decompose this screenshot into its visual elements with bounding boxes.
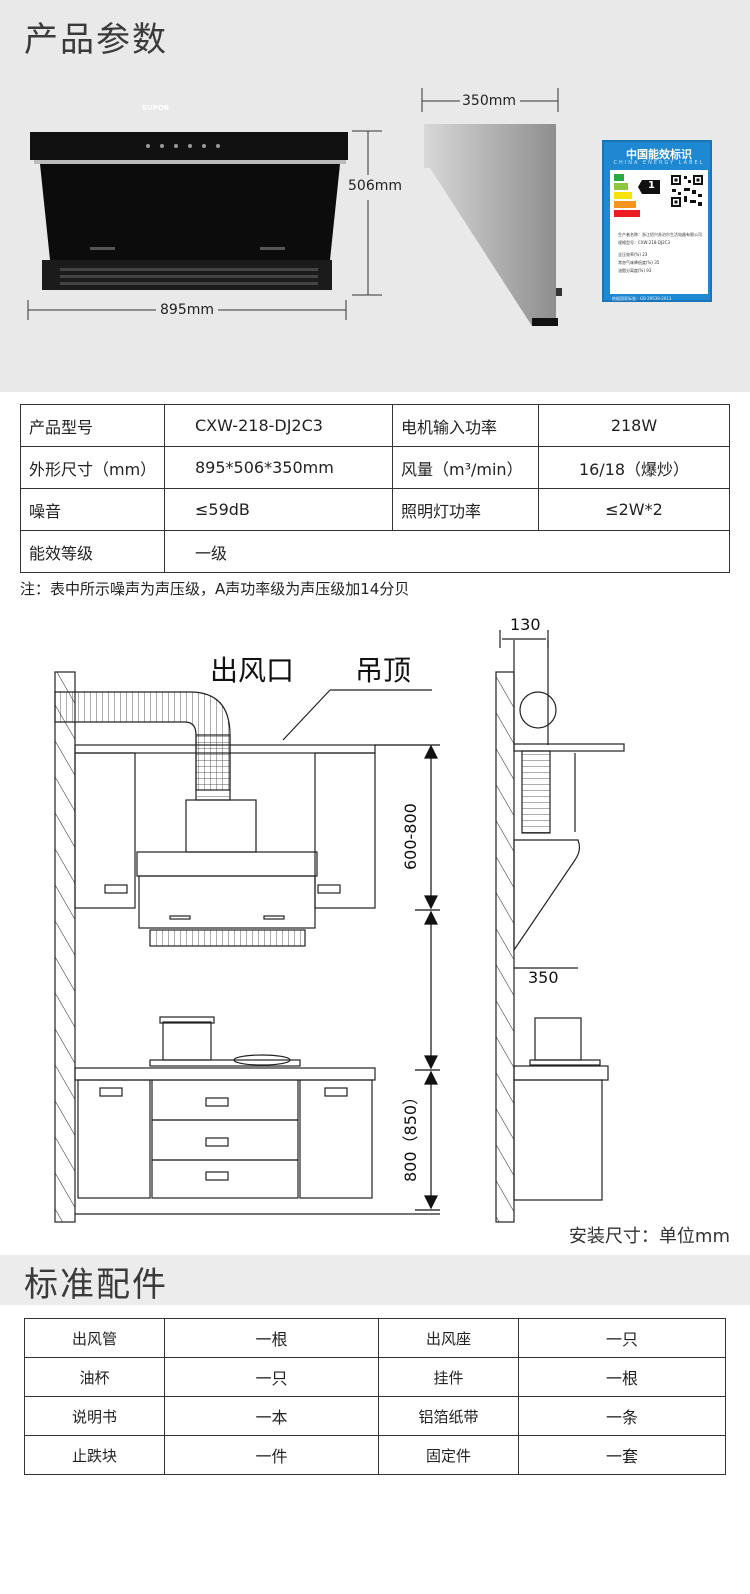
- spec-value: ≤2W*2: [538, 488, 730, 531]
- table-row: 出风管 一根 出风座 一只: [24, 1318, 726, 1358]
- accessory-name: 止跌块: [24, 1435, 165, 1475]
- spec-label: 外形尺寸（mm）: [20, 446, 165, 489]
- spec-label: 电机输入功率: [392, 404, 539, 447]
- height-dimension-line: [352, 130, 382, 296]
- noise-note: 注：表中所示噪声为声压级，A声功率级为声压级加14分贝: [20, 580, 410, 598]
- spec-label: 噪音: [20, 488, 165, 531]
- table-row: 能效等级 一级: [20, 530, 730, 573]
- params-title: 产品参数: [24, 20, 168, 60]
- energy-label-footer: 依据国家标准：GB 29539-2013: [612, 296, 672, 301]
- depth-label: 350mm: [462, 93, 516, 109]
- energy-grade: 1: [648, 180, 655, 191]
- energy-label-line: 规格型号：CXW-218-DJ2C3: [618, 240, 670, 245]
- width-dimension-line: [27, 300, 347, 320]
- spec-label: 照明灯功率: [392, 488, 539, 531]
- accessories-header: 标准配件: [0, 1255, 750, 1305]
- accessory-qty: 一本: [164, 1396, 379, 1436]
- accessory-qty: 一根: [518, 1357, 726, 1397]
- height-label: 506mm: [348, 178, 402, 194]
- brand-logo: SUPOR: [142, 104, 170, 112]
- spec-value: ≤59dB: [164, 488, 393, 531]
- energy-label: 中国能效标识 CHINA ENERGY LABEL 1: [602, 140, 712, 302]
- table-row: 油杯 一只 挂件 一根: [24, 1357, 726, 1397]
- energy-label-subtitle: CHINA ENERGY LABEL: [613, 160, 705, 166]
- table-row: 产品型号 CXW-218-DJ2C3 电机输入功率 218W: [20, 404, 730, 447]
- hood-depth-label: 350: [528, 968, 559, 987]
- table-row: 噪音 ≤59dB 照明灯功率 ≤2W*2: [20, 488, 730, 531]
- accessory-name: 出风管: [24, 1318, 165, 1358]
- accessories-title: 标准配件: [24, 1265, 168, 1305]
- accessory-name: 出风座: [378, 1318, 519, 1358]
- accessory-qty: 一根: [164, 1318, 379, 1358]
- spec-table: 产品型号 CXW-218-DJ2C3 电机输入功率 218W 外形尺寸（mm） …: [20, 404, 730, 573]
- accessory-name: 说明书: [24, 1396, 165, 1436]
- upper-height-label: 600-800: [401, 803, 420, 870]
- duct-width-label: 130: [510, 615, 541, 634]
- accessory-qty: 一只: [164, 1357, 379, 1397]
- table-row: 止跌块 一件 固定件 一套: [24, 1435, 726, 1475]
- spec-label: 产品型号: [20, 404, 165, 447]
- accessory-qty: 一套: [518, 1435, 726, 1475]
- energy-label-title: 中国能效标识: [626, 148, 692, 161]
- qr-code-icon: [670, 174, 704, 208]
- accessory-qty: 一只: [518, 1318, 726, 1358]
- accessory-qty: 一条: [518, 1396, 726, 1436]
- accessory-qty: 一件: [164, 1435, 379, 1475]
- accessory-name: 铝箔纸带: [378, 1396, 519, 1436]
- spec-value: 一级: [164, 530, 730, 573]
- table-row: 说明书 一本 铝箔纸带 一条: [24, 1396, 726, 1436]
- accessory-name: 挂件: [378, 1357, 519, 1397]
- installation-diagram: 出风口 吊顶 600-800 800（850） 130 350: [54, 615, 625, 1223]
- ceiling-label: 吊顶: [355, 654, 411, 687]
- accessory-name: 油杯: [24, 1357, 165, 1397]
- outlet-label: 出风口: [210, 654, 294, 687]
- energy-label-line: 油脂分离度(%) 93: [618, 268, 652, 273]
- accessories-table: 出风管 一根 出风座 一只 油杯 一只 挂件 一根 说明书 一本 铝箔纸带 一条…: [24, 1318, 726, 1475]
- width-label: 895mm: [160, 302, 214, 318]
- install-unit-note: 安装尺寸：单位mm: [568, 1226, 730, 1247]
- spec-value: 895*506*350mm: [164, 446, 393, 489]
- spec-value: 16/18（爆炒）: [538, 446, 730, 489]
- range-hood-side-image: [421, 88, 562, 326]
- product-overview: 产品参数 SUPOR 895mm 506mm: [0, 0, 750, 392]
- energy-grade-bars-icon: [614, 174, 660, 217]
- table-row: 外形尺寸（mm） 895*506*350mm 风量（m³/min） 16/18（…: [20, 446, 730, 489]
- energy-label-line: 常态气味降低度(%) 35: [618, 260, 660, 265]
- lower-height-label: 800（850）: [401, 1089, 420, 1182]
- spec-value: CXW-218-DJ2C3: [164, 404, 393, 447]
- accessory-name: 固定件: [378, 1435, 519, 1475]
- energy-label-line: 全压效率(%) 23: [618, 252, 648, 257]
- spec-label: 风量（m³/min）: [392, 446, 539, 489]
- spec-value: 218W: [538, 404, 730, 447]
- range-hood-front-image: [30, 132, 348, 290]
- energy-label-line: 生产者名称：浙江绍兴苏泊尔生活电器有限公司: [618, 232, 702, 237]
- spec-label: 能效等级: [20, 530, 165, 573]
